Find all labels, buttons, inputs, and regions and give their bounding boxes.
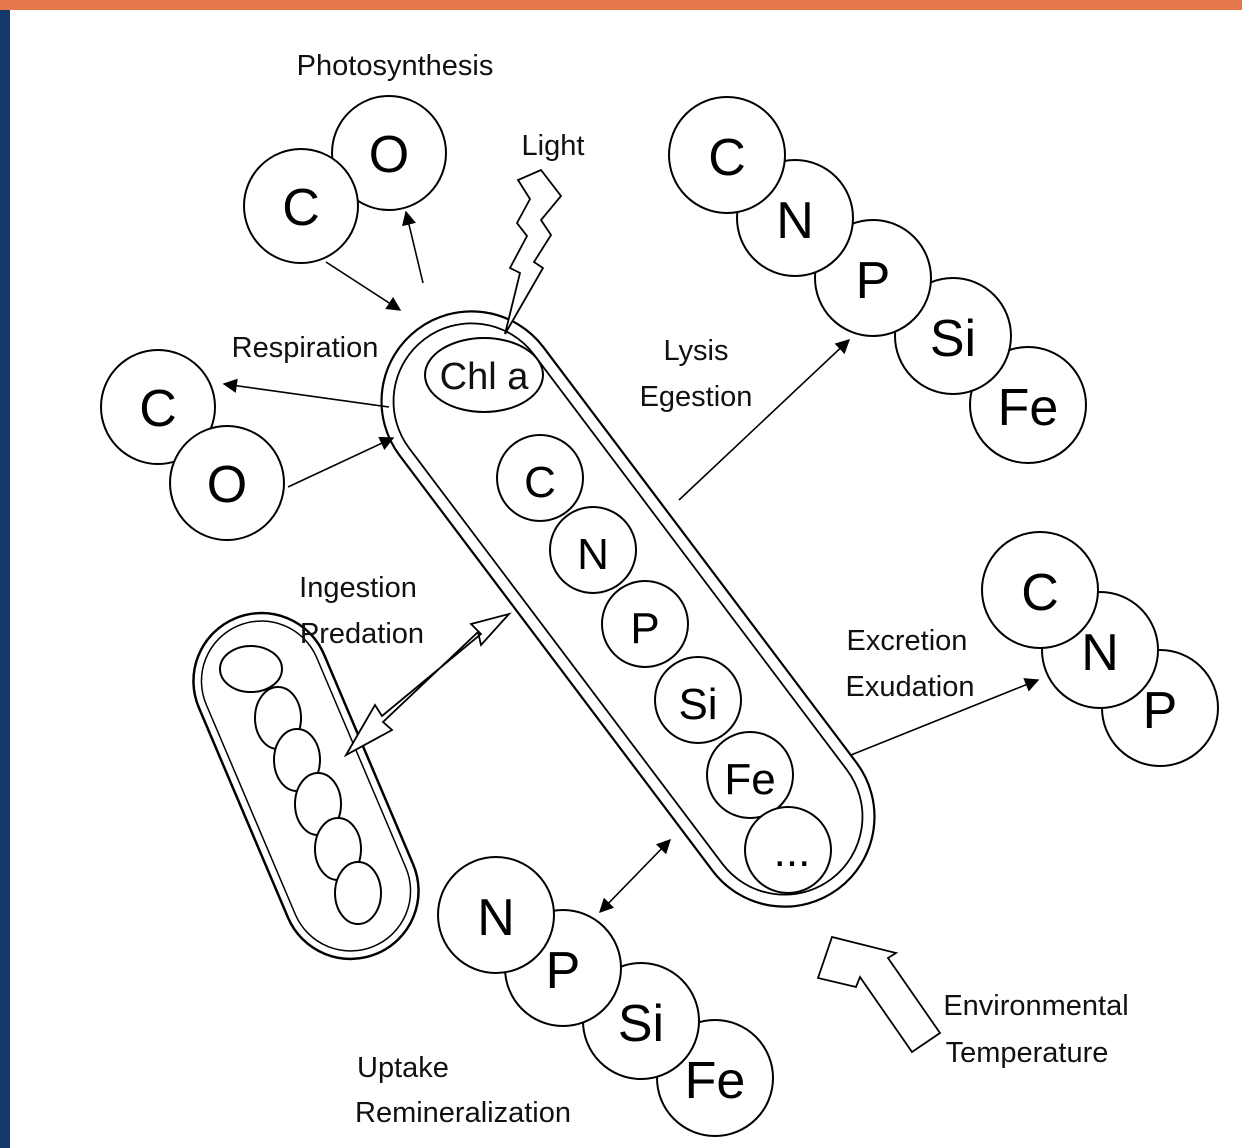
arrow-photosynthesis-out bbox=[406, 212, 423, 283]
label-predation: Predation bbox=[300, 618, 424, 650]
label-egestion: Egestion bbox=[640, 381, 753, 413]
lightning-icon bbox=[505, 170, 561, 334]
excretion-n: N bbox=[1081, 624, 1119, 682]
svg-text:Chl a: Chl a bbox=[440, 356, 530, 398]
label-respiration: Respiration bbox=[232, 332, 379, 364]
cell-element-c: C bbox=[524, 458, 556, 507]
cell-element-p: P bbox=[630, 604, 659, 653]
predator-cell bbox=[172, 592, 439, 980]
label-temperature: Temperature bbox=[946, 1037, 1109, 1069]
arrow-respiration-out bbox=[224, 384, 389, 407]
photo-c: C bbox=[282, 179, 320, 237]
label-lysis: Lysis bbox=[664, 335, 729, 367]
photo-o: O bbox=[369, 126, 409, 184]
label-remineralization: Remineralization bbox=[355, 1097, 571, 1129]
uptake-molecule-chain: N P Si Fe bbox=[438, 857, 773, 1136]
chlorophyll-a: Chl a bbox=[425, 338, 543, 412]
lysis-p: P bbox=[856, 252, 891, 310]
temperature-arrow bbox=[818, 937, 940, 1052]
uptake-n: N bbox=[477, 889, 515, 947]
lysis-n: N bbox=[776, 192, 814, 250]
uptake-fe: Fe bbox=[685, 1052, 746, 1110]
diagram-panel: Chl a C N P Si Fe ... O bbox=[10, 10, 1242, 1148]
label-light: Light bbox=[522, 130, 585, 162]
label-ingestion: Ingestion bbox=[299, 572, 417, 604]
cell-element-si: Si bbox=[678, 680, 717, 729]
plankton-diagram: Chl a C N P Si Fe ... O bbox=[10, 10, 1242, 1148]
cell-element-fe: Fe bbox=[724, 755, 775, 804]
respiration-molecule: C O bbox=[101, 350, 284, 540]
cell-element-n: N bbox=[577, 530, 609, 579]
arrow-uptake bbox=[600, 840, 670, 912]
uptake-p: P bbox=[546, 942, 581, 1000]
uptake-si: Si bbox=[618, 995, 664, 1053]
cell-element-more: ... bbox=[774, 827, 811, 876]
accent-bar bbox=[0, 0, 1242, 10]
label-photosynthesis: Photosynthesis bbox=[297, 50, 494, 82]
label-exudation: Exudation bbox=[846, 671, 975, 703]
photosynthesis-molecule: O C bbox=[244, 96, 446, 263]
label-uptake: Uptake bbox=[357, 1052, 449, 1084]
arrow-photosynthesis-in bbox=[326, 262, 400, 310]
lysis-c: C bbox=[708, 129, 746, 187]
excretion-molecule-chain: C N P bbox=[982, 532, 1218, 766]
excretion-p: P bbox=[1143, 682, 1178, 740]
resp-c: C bbox=[139, 380, 177, 438]
excretion-c: C bbox=[1021, 564, 1059, 622]
resp-o: O bbox=[207, 456, 247, 514]
label-environmental: Environmental bbox=[943, 990, 1128, 1022]
lysis-fe: Fe bbox=[998, 379, 1059, 437]
label-excretion: Excretion bbox=[847, 625, 968, 657]
lysis-si: Si bbox=[930, 310, 976, 368]
arrow-respiration-in bbox=[288, 438, 393, 487]
